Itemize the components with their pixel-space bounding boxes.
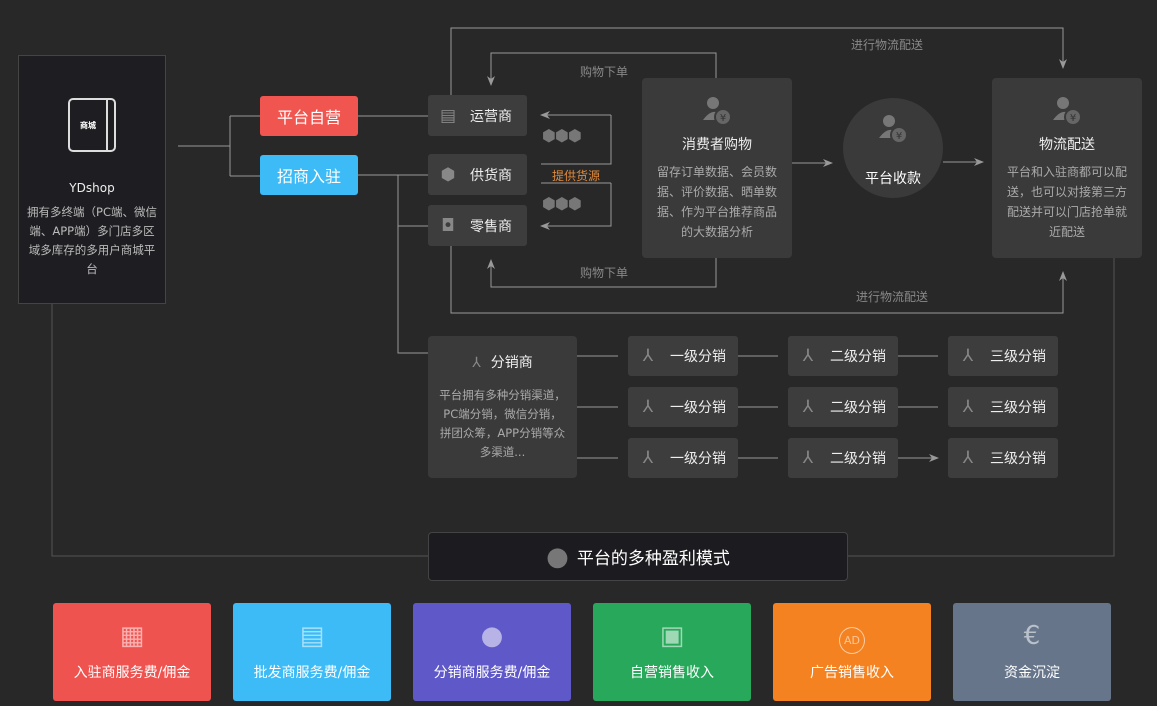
distribution-level-2-node[interactable]: ⅄ 二级分销 — [788, 336, 898, 376]
profit-card-label: 广告销售收入 — [810, 665, 894, 681]
profit-card-label: 自营销售收入 — [630, 665, 714, 681]
box-icon: ⬢ — [440, 164, 456, 185]
org-tree-icon: ⅄ — [642, 346, 654, 366]
ad-icon: AD — [773, 621, 931, 654]
org-tree-icon: ⅄ — [962, 397, 974, 417]
org-tree-icon: ⅄ — [802, 346, 814, 366]
consumer-title: 消费者购物 — [682, 137, 752, 153]
distribution-level-1-node[interactable]: ⅄ 一级分销 — [628, 438, 738, 478]
distribution-level-2-node[interactable]: ⅄ 二级分销 — [788, 387, 898, 427]
distribution-level-1-node[interactable]: ⅄ 一级分销 — [628, 336, 738, 376]
self-operated-button[interactable]: 平台自营 — [260, 96, 358, 136]
payment-title: 平台收款 — [865, 171, 921, 187]
profit-card[interactable]: AD 广告销售收入 — [773, 603, 931, 701]
logistics-title: 物流配送 — [1039, 137, 1095, 153]
operator-node[interactable]: ▤ 运营商 — [428, 95, 527, 136]
level-label: 二级分销 — [830, 400, 886, 416]
org-tree-icon: ⅄ — [802, 397, 814, 417]
svg-text:¥: ¥ — [896, 131, 902, 142]
store-icon: ▦ — [119, 621, 145, 651]
people-icon: ● — [480, 621, 504, 651]
distributor-description: 平台拥有多种分销渠道，PC端分销，微信分销，拼团众筹，APP分销等众多渠道... — [439, 388, 566, 459]
profit-card[interactable]: ● 分销商服务费/佣金 — [413, 603, 571, 701]
org-tree-icon: ⅄ — [962, 346, 974, 366]
level-label: 二级分销 — [830, 451, 886, 467]
logo-text: 商城 — [80, 120, 96, 130]
logistics-card: ¥ 物流配送 平台和入驻商都可以配送，也可以对接第三方配送并可以门店抢单就近配送 — [992, 78, 1142, 258]
svg-text:¥: ¥ — [1070, 113, 1076, 124]
panel-title: YDshop — [69, 181, 115, 195]
level-label: 三级分销 — [990, 451, 1046, 467]
org-tree-icon: ⅄ — [642, 448, 654, 468]
merchant-entry-button[interactable]: 招商入驻 — [260, 155, 358, 195]
profit-card-label: 入驻商服务费/佣金 — [73, 665, 191, 681]
cubes-icon: ⬢⬢⬢ — [542, 194, 582, 213]
level-label: 一级分销 — [670, 400, 726, 416]
supply-label: 提供货源 — [552, 169, 601, 183]
profit-card-label: 分销商服务费/佣金 — [433, 665, 551, 681]
level-label: 三级分销 — [990, 349, 1046, 365]
level-label: 一级分销 — [670, 349, 726, 365]
piggy-bank-icon: ● — [546, 541, 569, 572]
supplier-node[interactable]: ⬢ 供货商 — [428, 154, 527, 195]
supplier-label: 供货商 — [470, 167, 512, 184]
bag-yen-icon: ▣ — [659, 621, 685, 651]
user-yen-icon: ¥ — [879, 115, 908, 144]
order-label-top: 购物下单 — [580, 65, 629, 79]
profit-model-banner: ● 平台的多种盈利模式 — [428, 532, 848, 581]
profit-card[interactable]: ▣ 自营销售收入 — [593, 603, 751, 701]
org-tree-icon: ⅄ — [802, 448, 814, 468]
distributor-card[interactable]: ⅄ 分销商 平台拥有多种分销渠道，PC端分销，微信分销，拼团众筹，APP分销等众多… — [428, 336, 577, 478]
level-label: 三级分销 — [990, 400, 1046, 416]
panel-description: 拥有多终端（PC端、微信端、APP端）多门店多区域多库存的多用户商城平台 — [27, 205, 157, 276]
store-icon: ▤ — [439, 105, 457, 126]
retailer-node[interactable]: ◘ 零售商 — [428, 205, 527, 246]
user-yen-icon: ¥ — [703, 97, 732, 126]
ydshop-panel: 商城 YDshop 拥有多终端（PC端、微信端、APP端）多门店多区域多库存的多… — [18, 55, 166, 304]
org-tree-icon: ⅄ — [962, 448, 974, 468]
logistics-description: 平台和入驻商都可以配送，也可以对接第三方配送并可以门店抢单就近配送 — [1006, 165, 1127, 239]
delivery-label-bottom: 进行物流配送 — [856, 290, 929, 304]
profit-card[interactable]: ▤ 批发商服务费/佣金 — [233, 603, 391, 701]
profit-card-label: 批发商服务费/佣金 — [253, 665, 371, 681]
level-label: 一级分销 — [670, 451, 726, 467]
cubes-icon: ⬢⬢⬢ — [542, 126, 582, 145]
distribution-level-3-node[interactable]: ⅄ 三级分销 — [948, 387, 1058, 427]
euro-icon: € — [1023, 621, 1041, 651]
org-tree-icon: ⅄ — [642, 397, 654, 417]
org-tree-icon: ⅄ — [472, 355, 481, 371]
consumer-description: 留存订单数据、会员数据、评价数据、晒单数据、作为平台推荐商品的大数据分析 — [656, 165, 777, 239]
operator-label: 运营商 — [470, 108, 512, 125]
profit-card[interactable]: ▦ 入驻商服务费/佣金 — [53, 603, 211, 701]
profit-card-label: 资金沉淀 — [1004, 665, 1060, 681]
platform-payment-circle: ¥ 平台收款 — [843, 98, 943, 198]
shopping-bag-icon: ◘ — [441, 215, 455, 236]
order-label-bottom: 购物下单 — [580, 266, 629, 280]
distribution-level-3-node[interactable]: ⅄ 三级分销 — [948, 336, 1058, 376]
distributor-title: 分销商 — [490, 355, 533, 371]
box-icon: ▤ — [299, 621, 325, 651]
profit-title: 平台的多种盈利模式 — [576, 549, 730, 569]
user-yen-icon: ¥ — [1053, 97, 1082, 126]
consumer-shopping-card: ¥ 消费者购物 留存订单数据、会员数据、评价数据、晒单数据、作为平台推荐商品的大… — [642, 78, 792, 258]
distribution-level-3-node[interactable]: ⅄ 三级分销 — [948, 438, 1058, 478]
delivery-label-top: 进行物流配送 — [851, 38, 924, 52]
distribution-level-2-node[interactable]: ⅄ 二级分销 — [788, 438, 898, 478]
profit-card[interactable]: € 资金沉淀 — [953, 603, 1111, 701]
shop-book-logo: 商城 — [68, 98, 116, 152]
svg-text:¥: ¥ — [720, 113, 726, 124]
level-label: 二级分销 — [830, 349, 886, 365]
retailer-label: 零售商 — [470, 218, 512, 235]
distribution-level-1-node[interactable]: ⅄ 一级分销 — [628, 387, 738, 427]
